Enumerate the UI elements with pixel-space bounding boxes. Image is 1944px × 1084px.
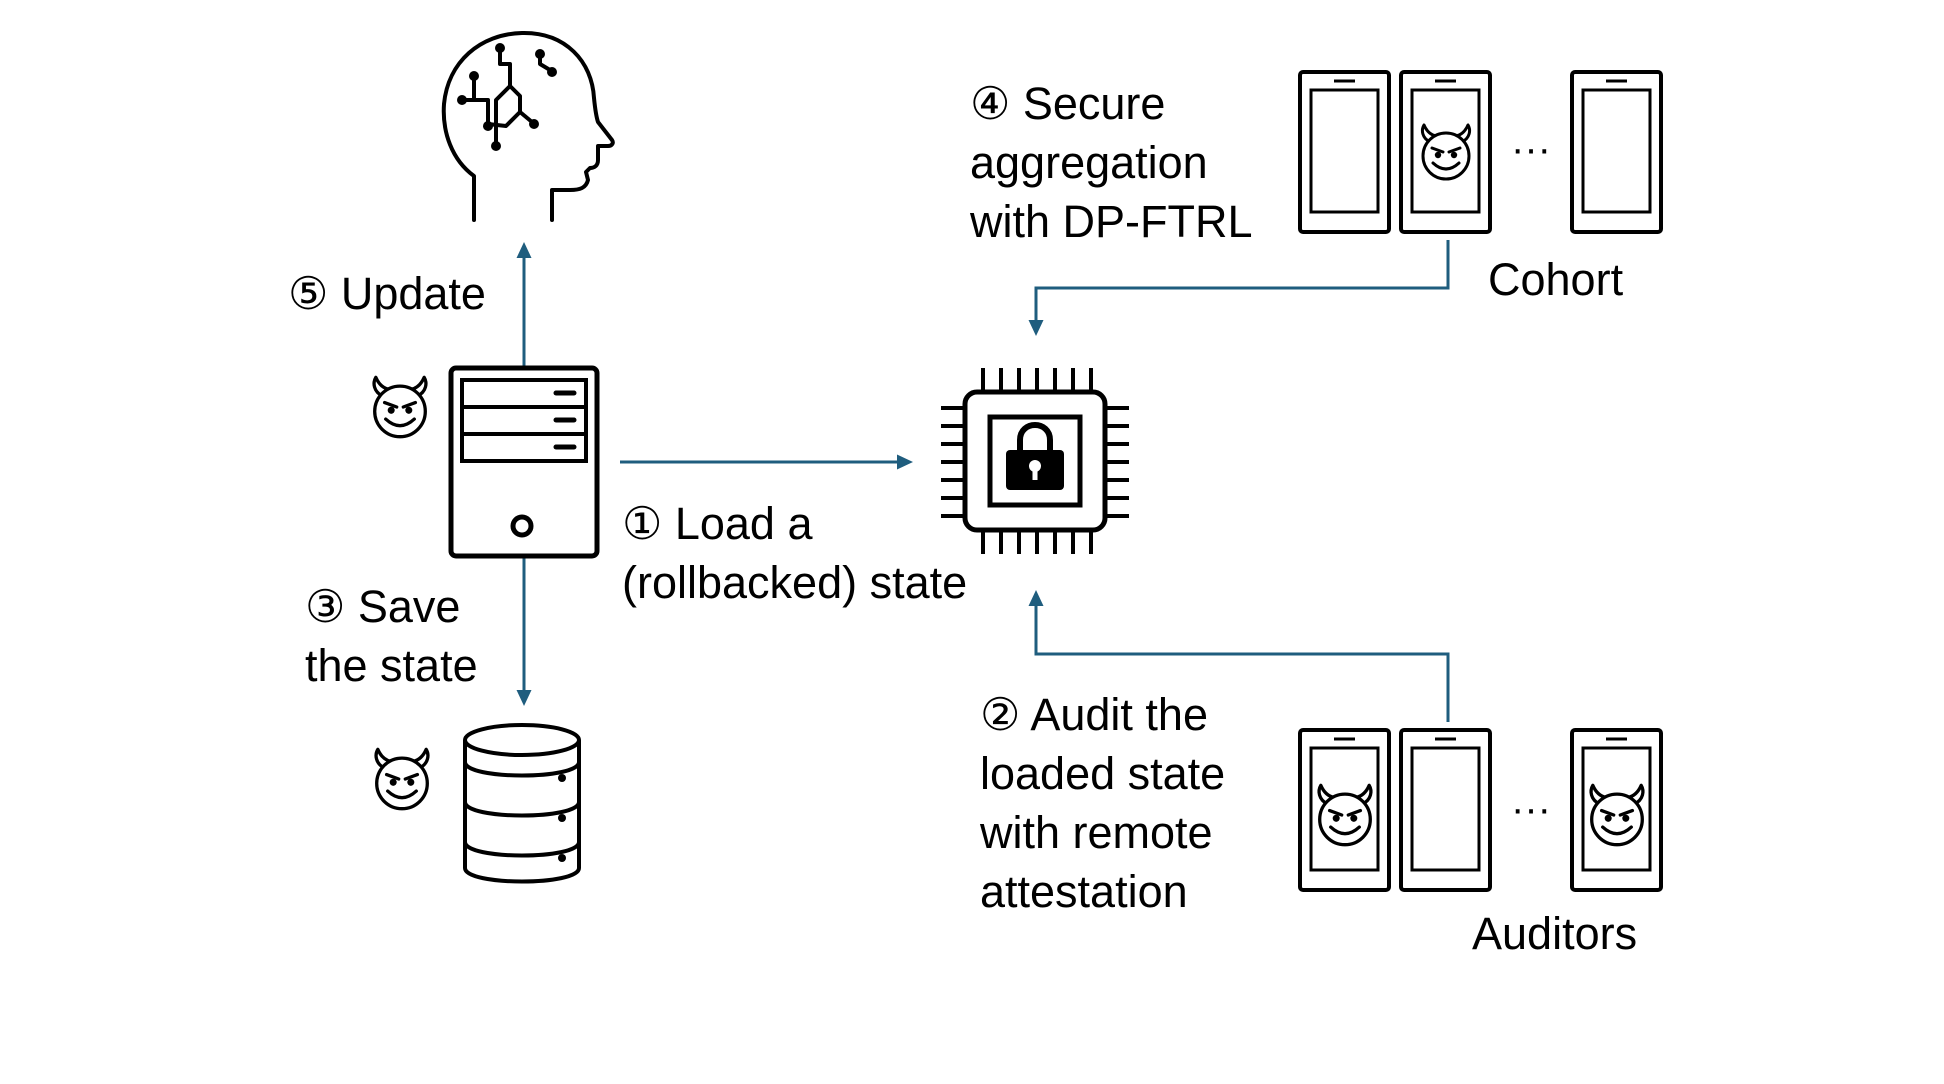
cohort-label-text: Cohort bbox=[1488, 254, 1624, 305]
smartphone-icon bbox=[1399, 70, 1492, 234]
step-3-line: the state bbox=[305, 640, 478, 691]
cohort-phones bbox=[1298, 70, 1663, 234]
arrow-secure-aggregation bbox=[1034, 240, 1450, 320]
devil-face-icon bbox=[1589, 783, 1645, 847]
step-4-line: aggregation bbox=[970, 137, 1208, 188]
step-3-line: ③ Save bbox=[305, 581, 461, 632]
ai-brain-icon bbox=[441, 30, 615, 222]
secure-chip-lock-icon bbox=[941, 368, 1129, 554]
step-5-label: ⑤ Update bbox=[288, 264, 486, 323]
smartphone-icon bbox=[1298, 70, 1391, 234]
cohort-label: Cohort bbox=[1488, 250, 1623, 309]
step-4-line: with DP-FTRL bbox=[970, 196, 1253, 247]
devil-face-icon bbox=[372, 375, 428, 439]
smartphone-icon bbox=[1570, 70, 1663, 234]
arrows bbox=[516, 240, 1450, 722]
smartphone-icon bbox=[1570, 728, 1663, 892]
devil-face-icon bbox=[374, 747, 430, 811]
step-2-line: attestation bbox=[980, 866, 1188, 917]
ai-brain-nodes bbox=[457, 43, 557, 151]
arrow-audit bbox=[1034, 606, 1450, 722]
step-2-label: ② Audit the loaded state with remote att… bbox=[980, 685, 1225, 921]
step-4-line: ④ Secure bbox=[970, 78, 1166, 129]
step-1-line: (rollbacked) state bbox=[622, 557, 968, 608]
auditors-label: Auditors bbox=[1472, 904, 1637, 963]
devil-face-icon bbox=[1317, 783, 1373, 847]
auditors-label-text: Auditors bbox=[1472, 908, 1638, 959]
server-icon bbox=[448, 365, 600, 559]
cohort-ellipsis: ··· bbox=[1511, 127, 1551, 171]
auditor-phones bbox=[1298, 728, 1663, 892]
devil-face-icon bbox=[1420, 123, 1472, 181]
database-dots bbox=[558, 774, 566, 862]
database-icon bbox=[463, 723, 581, 884]
auditors-ellipsis: ··· bbox=[1511, 787, 1551, 831]
step-3-label: ③ Save the state bbox=[305, 577, 478, 695]
step-2-line: loaded state bbox=[980, 748, 1226, 799]
smartphone-icon bbox=[1298, 728, 1391, 892]
step-5-line: ⑤ Update bbox=[288, 268, 486, 319]
step-1-line: ① Load a bbox=[622, 498, 813, 549]
step-2-line: with remote bbox=[980, 807, 1213, 858]
step-4-label: ④ Secure aggregation with DP-FTRL bbox=[970, 74, 1253, 251]
step-2-line: ② Audit the bbox=[980, 689, 1208, 740]
step-1-label: ① Load a (rollbacked) state bbox=[622, 494, 967, 612]
smartphone-icon bbox=[1399, 728, 1492, 892]
